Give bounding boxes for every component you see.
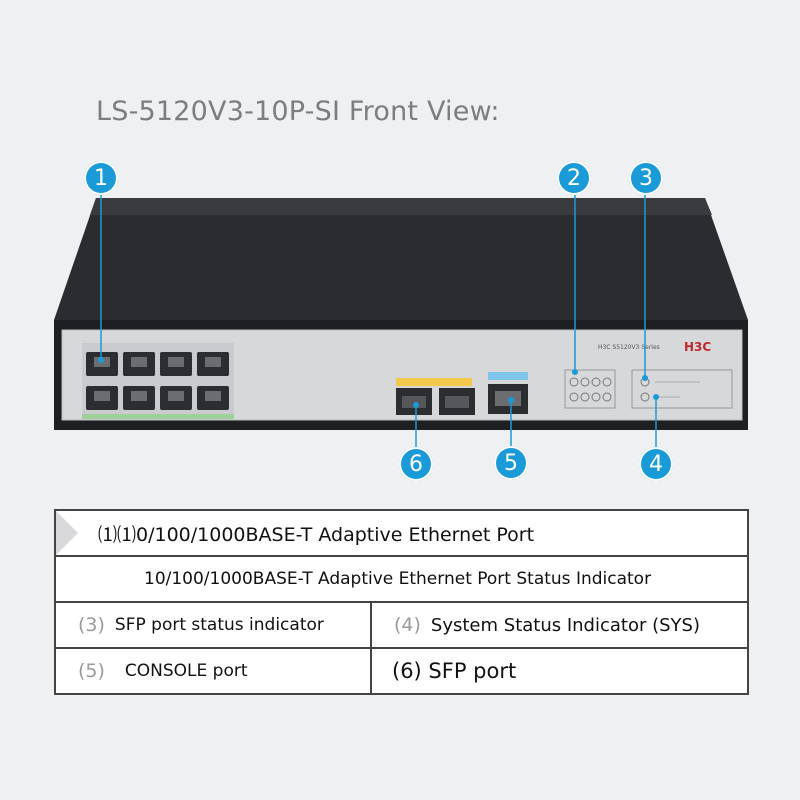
sys-status-leds — [631, 369, 733, 409]
legend-num-4: (4) — [394, 614, 421, 636]
console-port — [488, 372, 528, 414]
row-marker — [56, 511, 78, 555]
callout-5: 5 — [494, 446, 528, 480]
legend-text-4: System Status Indicator (SYS) — [430, 614, 700, 636]
legend-text-5: CONSOLE port — [124, 661, 248, 681]
brand-logo: H3C — [684, 340, 711, 354]
switch-illustration: H3C S5120V3 Series H3C — [54, 195, 748, 448]
rj45-port-block — [82, 343, 234, 419]
legend-text-6: (6) SFP port — [392, 659, 517, 683]
series-label: H3C S5120V3 Series — [598, 344, 660, 351]
legend-table: ⑴⑴0/100/1000BASE-T Adaptive Ethernet Por… — [54, 509, 749, 695]
legend-row-2: 10/100/1000BASE-T Adaptive Ethernet Port… — [144, 569, 652, 589]
callout-6: 6 — [399, 447, 433, 481]
legend-num-5: (5) — [78, 660, 105, 682]
sfp-ports — [396, 378, 475, 415]
legend-text-3: SFP port status indicator — [114, 615, 324, 635]
chassis-top — [54, 198, 748, 320]
legend-row-1: ⑴⑴0/100/1000BASE-T Adaptive Ethernet Por… — [98, 523, 535, 546]
legend-num-3: (3) — [78, 614, 105, 636]
port-status-leds — [564, 369, 616, 409]
callout-1: 1 — [84, 161, 118, 195]
callout-3: 3 — [629, 161, 663, 195]
callout-4: 4 — [639, 447, 673, 481]
callout-2: 2 — [557, 161, 591, 195]
page-title: LS-5120V3-10P-SI Front View: — [96, 96, 500, 127]
